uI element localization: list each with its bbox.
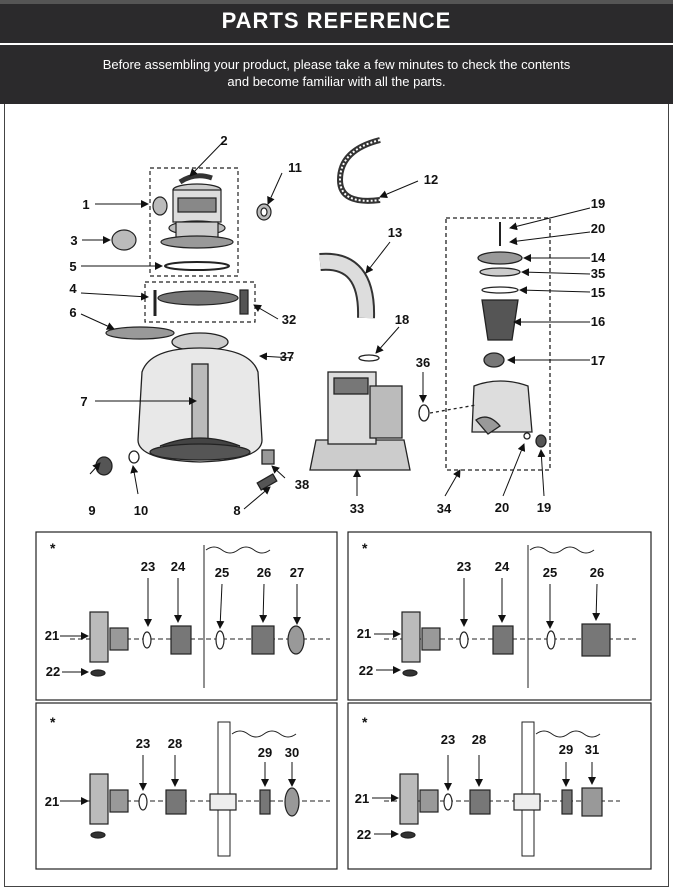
panel-1-label-25: 25 — [215, 565, 229, 580]
panel-3-label-29: 29 — [258, 745, 272, 760]
callout-37: 37 — [280, 349, 294, 364]
callout-17: 17 — [591, 353, 605, 368]
callout-19-top: 19 — [591, 196, 605, 211]
tank-clamp-group — [105, 281, 256, 340]
panel-2-label-24: 24 — [495, 559, 510, 574]
callout-5: 5 — [69, 259, 76, 274]
filter-parts-small — [111, 196, 272, 251]
panel-3-marker: * — [50, 714, 56, 730]
panel-2-label-21: 21 — [357, 626, 371, 641]
callout-15: 15 — [591, 285, 605, 300]
callout-34: 34 — [437, 501, 452, 516]
callout-33: 33 — [350, 501, 364, 516]
callout-2: 2 — [220, 133, 227, 148]
panel-3-label-21: 21 — [45, 794, 59, 809]
panel-1-label-22: 22 — [46, 664, 60, 679]
panel-4-label-23: 23 — [441, 732, 455, 747]
panel-3-label-23: 23 — [136, 736, 150, 751]
content-frame — [4, 104, 669, 887]
callout-10: 10 — [134, 503, 148, 518]
panel-2-marker: * — [362, 540, 368, 556]
hoses — [319, 137, 381, 319]
header-banner: PARTS REFERENCE Before assembling your p… — [0, 0, 673, 104]
callout-20-top: 20 — [591, 221, 605, 236]
callout-35: 35 — [591, 266, 605, 281]
callout-leaders — [80, 141, 591, 510]
panel-4-label-28: 28 — [472, 732, 486, 747]
callout-20-bottom: 20 — [495, 500, 509, 515]
callout-7: 7 — [80, 394, 87, 409]
panel-1-label-23: 23 — [141, 559, 155, 574]
panel-3-label-30: 30 — [285, 745, 299, 760]
panel-4-label-22: 22 — [357, 827, 371, 842]
callout-19-bottom: 19 — [537, 500, 551, 515]
panel-3-label-28: 28 — [168, 736, 182, 751]
panel-4: * 21 22 23 28 29 31 — [347, 702, 652, 870]
callout-38: 38 — [295, 477, 309, 492]
intro-line-2: and become familiar with all the parts. — [227, 74, 446, 89]
callout-3: 3 — [70, 233, 77, 248]
panel-1: * 21 22 23 24 25 26 27 — [35, 531, 338, 701]
callout-32: 32 — [282, 312, 296, 327]
intro-line-1: Before assembling your product, please t… — [102, 57, 571, 72]
filter-valve-assembly — [149, 167, 239, 277]
panel-2-label-22: 22 — [359, 663, 373, 678]
panel-1-label-27: 27 — [290, 565, 304, 580]
panel-4-label-31: 31 — [585, 742, 599, 757]
intro-text: Before assembling your product, please t… — [40, 56, 633, 90]
callout-11: 11 — [288, 160, 302, 175]
callout-14: 14 — [591, 250, 606, 265]
panel-3: * 21 23 28 29 30 — [35, 702, 338, 870]
header-divider — [0, 43, 673, 45]
panel-2-label-25: 25 — [543, 565, 557, 580]
sand-filter-tank — [95, 332, 278, 491]
callout-16: 16 — [591, 314, 605, 329]
panel-1-marker: * — [50, 540, 56, 556]
page-title: PARTS REFERENCE — [221, 8, 452, 33]
panel-1-label-26: 26 — [257, 565, 271, 580]
panel-4-marker: * — [362, 714, 368, 730]
callout-12: 12 — [424, 172, 438, 187]
callout-4: 4 — [69, 281, 77, 296]
panel-2-label-23: 23 — [457, 559, 471, 574]
header-top-strip — [0, 0, 673, 4]
panel-1-label-24: 24 — [171, 559, 186, 574]
callout-9: 9 — [88, 503, 95, 518]
panel-4-label-21: 21 — [355, 791, 369, 806]
callout-8: 8 — [233, 503, 240, 518]
callout-36: 36 — [416, 355, 430, 370]
pump-motor — [309, 354, 430, 471]
strainer-housing — [429, 217, 551, 471]
panel-2-label-26: 26 — [590, 565, 604, 580]
callout-13: 13 — [388, 225, 402, 240]
panel-4-label-29: 29 — [559, 742, 573, 757]
callout-18: 18 — [395, 312, 409, 327]
panel-2: * 21 22 23 24 25 26 — [347, 531, 652, 701]
callout-numbers: 1 2 3 4 5 6 7 8 9 10 11 12 13 14 35 15 1… — [69, 133, 606, 518]
callout-6: 6 — [69, 305, 76, 320]
panel-1-label-21: 21 — [45, 628, 59, 643]
callout-1: 1 — [82, 197, 89, 212]
